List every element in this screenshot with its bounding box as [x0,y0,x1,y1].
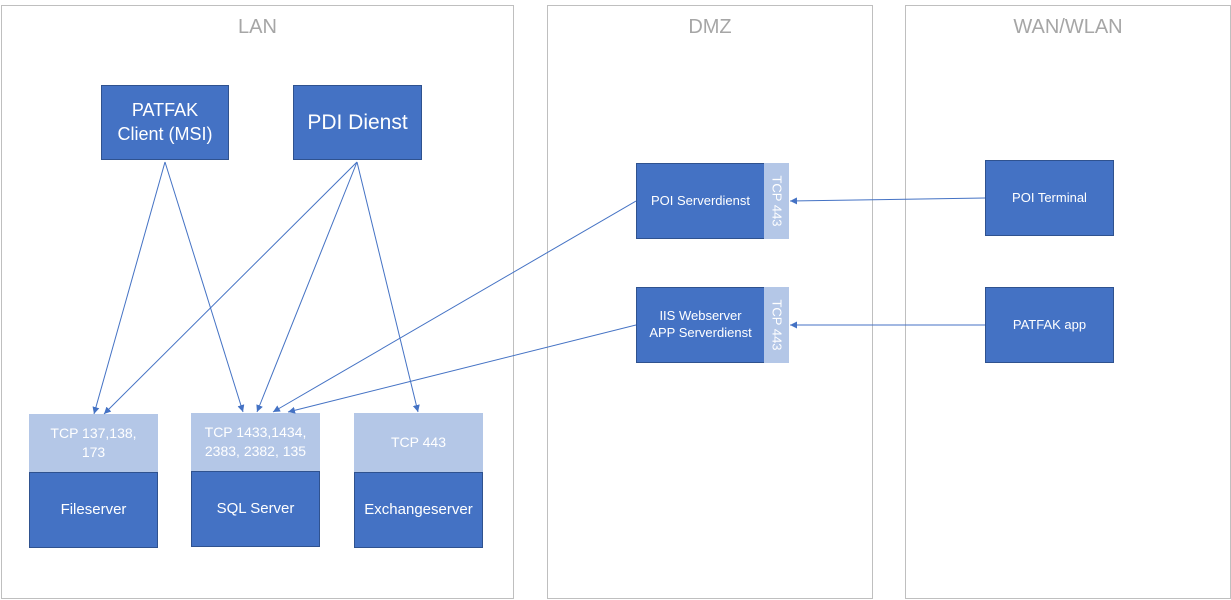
zone-dmz-title: DMZ [688,16,732,38]
node-patfak-app[interactable]: PATFAK app [985,287,1114,363]
zone-lan-title: LAN [238,16,277,38]
node-iis-webserver[interactable]: IIS Webserver APP Serverdienst [636,287,765,363]
connector-patfak-client-to-fileserver [92,161,166,415]
zone-wan-wlan-title: WAN/WLAN [1013,16,1123,38]
connector-patfak-client-to-sql-server [164,161,245,413]
port-label-exchangeserver: TCP 443 [354,413,483,472]
port-label-iis-webserver: TCP 443 [764,287,789,363]
node-sql-server[interactable]: SQL Server [191,471,320,547]
node-exchangeserver[interactable]: Exchangeserver [354,472,483,548]
node-poi-terminal[interactable]: POI Terminal [985,160,1114,236]
node-fileserver[interactable]: Fileserver [29,472,158,548]
node-poi-serverdienst[interactable]: POI Serverdienst [636,163,765,239]
connector-poi-terminal-to-poi-serverdienst [789,197,986,205]
connector-iis-webserver-to-sql-server [287,324,637,414]
port-label-poi-serverdienst: TCP 443 [764,163,789,239]
zone-dmz: DMZ [547,5,873,599]
connector-pdi-dienst-to-fileserver [103,161,358,415]
node-pdi-dienst[interactable]: PDI Dienst [293,85,422,160]
port-label-sql-server: TCP 1433,1434, 2383, 2382, 135 [191,413,320,471]
connector-pdi-dienst-to-exchangeserver [356,161,420,413]
node-patfak-client[interactable]: PATFAK Client (MSI) [101,85,229,160]
connector-poi-serverdienst-to-sql-server [272,200,637,413]
port-label-fileserver: TCP 137,138, 173 [29,414,158,472]
connector-pdi-dienst-to-sql-server [256,161,358,413]
